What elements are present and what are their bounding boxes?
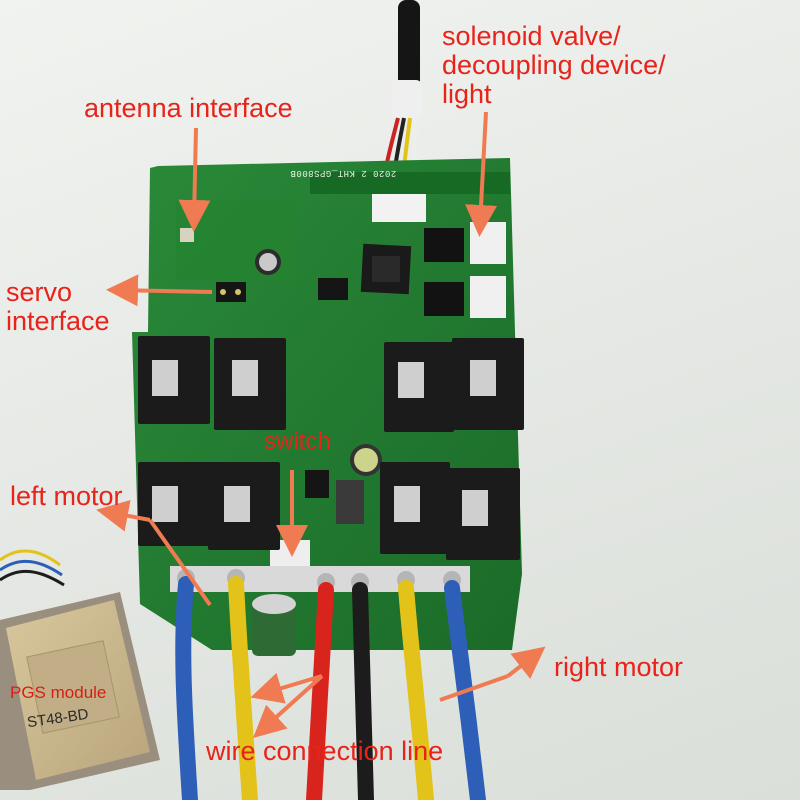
annotation-arrows [96,111,546,739]
gps-module [0,549,160,790]
switch-label: switch [264,428,331,455]
mosfet-tabs [152,360,496,526]
servo-interface-label: servo interface [6,278,110,336]
solenoid-label-line-3: light [442,79,492,109]
solenoid-label-line-1: solenoid valve/ [442,21,621,51]
antenna-interface-label: antenna interface [84,93,293,123]
large-capacitor [252,594,296,656]
servo-label-line-1: servo [6,277,73,307]
pgs-module-label: PGS module [10,683,107,702]
wire-connection-label: wire connection line [206,736,444,766]
board-print: 2020 2 KHT_GPS800B [290,168,397,178]
solenoid-label: solenoid valve/ decoupling device/ light [442,22,666,109]
left-motor-label: left motor [10,481,123,511]
right-motor-label: right motor [554,652,684,682]
servo-label-line-2: interface [6,306,110,336]
solenoid-label-line-2: decoupling device/ [442,50,666,80]
